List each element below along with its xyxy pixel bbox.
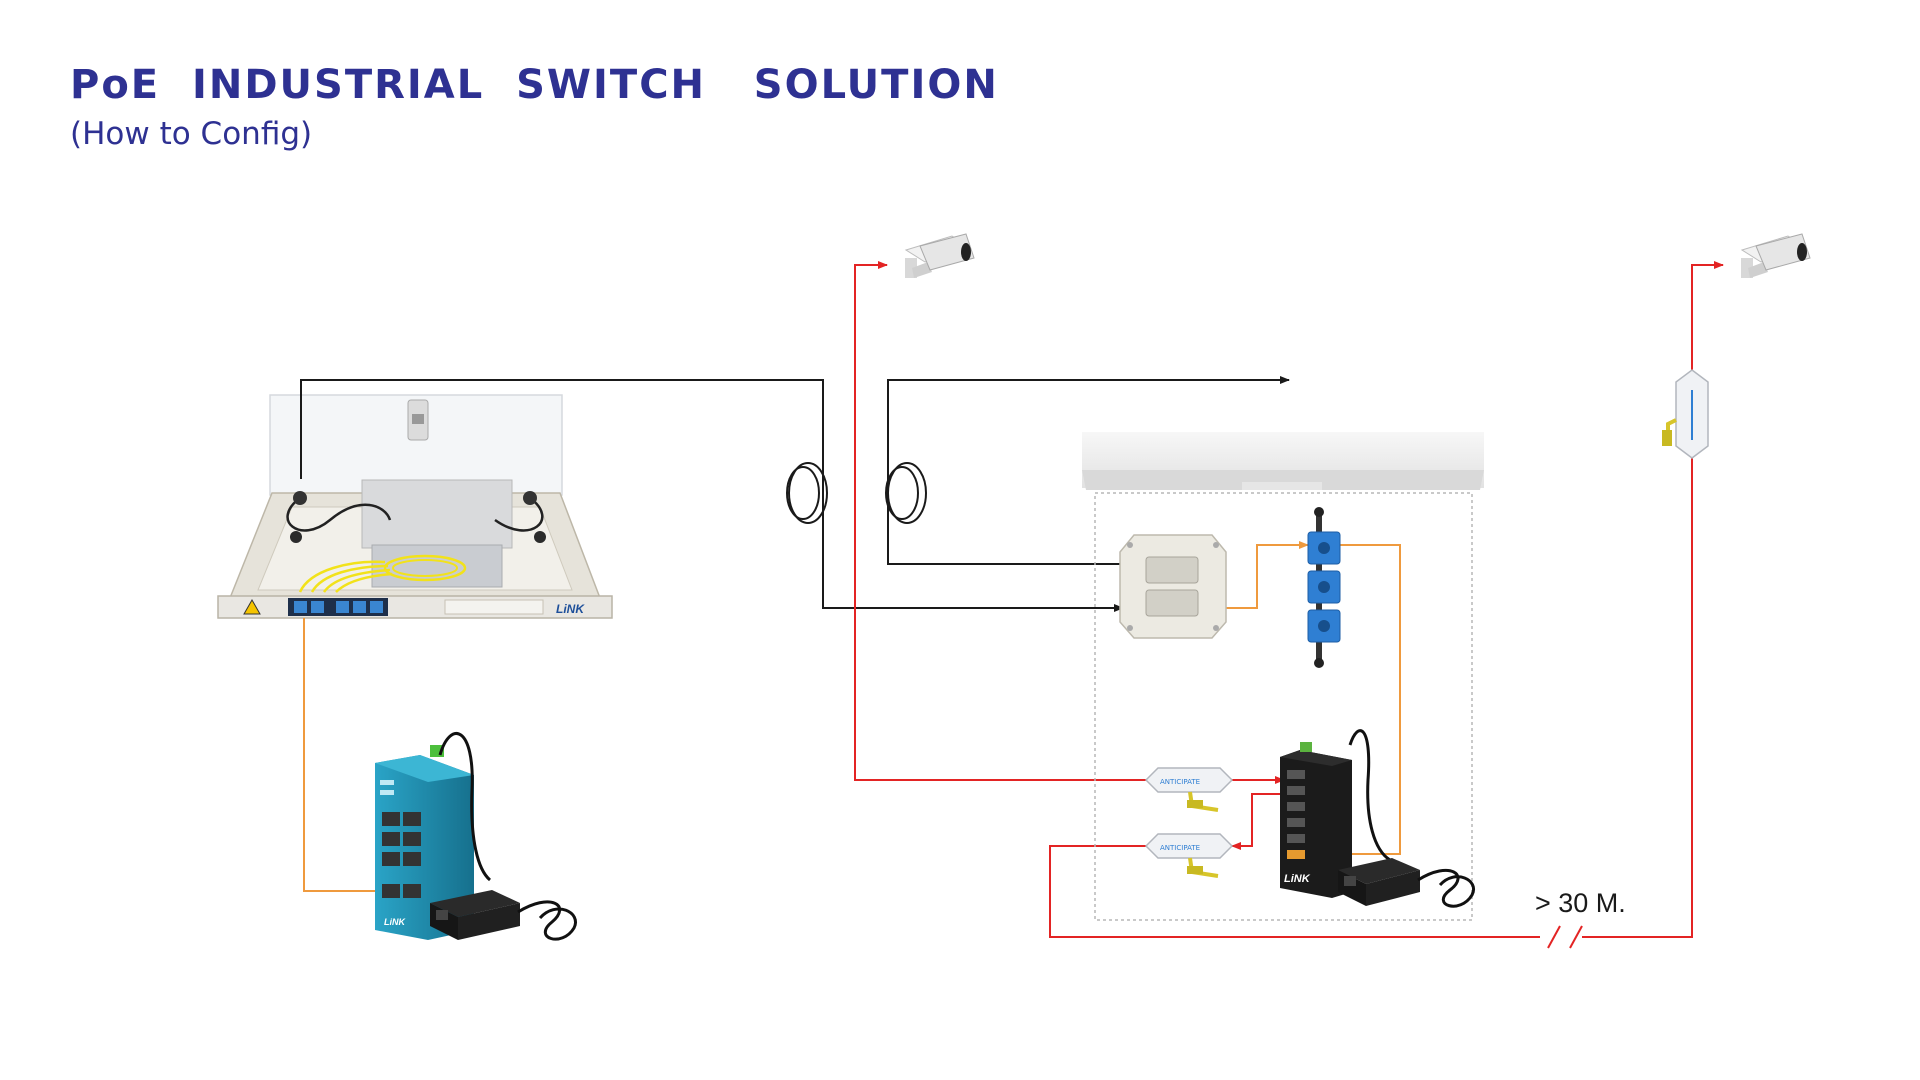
panel-brand-label: LiNK bbox=[556, 602, 585, 616]
industrial-switch-icon: LiNK bbox=[375, 732, 492, 940]
poe-cable-long-run bbox=[1049, 261, 1724, 938]
power-adapter-icon bbox=[1338, 858, 1475, 908]
surge-brand-label: ANTICIPATE bbox=[1160, 778, 1200, 786]
fiber-patch-cord-left bbox=[303, 618, 379, 892]
poe-cable-camera-1 bbox=[854, 261, 1146, 781]
surge-brand-label: ANTICIPATE bbox=[1160, 844, 1200, 852]
switch-blue-brand-label: LiNK bbox=[384, 917, 406, 927]
page-title: PoE INDUSTRIAL SWITCH SOLUTION bbox=[70, 62, 999, 108]
switch-black-brand-label: LiNK bbox=[1284, 873, 1311, 885]
fiber-patch-panel-icon: LiNK bbox=[217, 394, 613, 619]
poe-cable-switch-2 bbox=[1231, 793, 1296, 850]
trunk-fiber-cable-1 bbox=[300, 379, 1124, 612]
trunk-fiber-cable-2 bbox=[887, 376, 1290, 565]
distance-label: > 30 M. bbox=[1535, 888, 1626, 918]
fiber-coil-icon bbox=[885, 462, 927, 524]
surge-protector-icon: ANTICIPATE bbox=[1144, 767, 1234, 812]
surge-protector-icon bbox=[1662, 369, 1709, 459]
cctv-camera-icon bbox=[1740, 233, 1811, 278]
cable-break-icon bbox=[1540, 925, 1583, 949]
cctv-camera-icon bbox=[904, 233, 975, 278]
outdoor-cabinet-icon bbox=[1082, 432, 1484, 921]
fiber-patch-cord-terminal bbox=[1226, 541, 1309, 609]
fiber-terminal-box-icon bbox=[1119, 534, 1227, 639]
page-subtitle: (How to Config) bbox=[70, 116, 313, 152]
power-adapter-icon bbox=[430, 890, 577, 941]
fiber-coil-icon bbox=[786, 462, 828, 524]
sc-adapter-icon bbox=[1307, 507, 1341, 668]
industrial-switch-icon: LiNK bbox=[1280, 729, 1391, 898]
surge-protector-icon: ANTICIPATE bbox=[1144, 833, 1234, 878]
